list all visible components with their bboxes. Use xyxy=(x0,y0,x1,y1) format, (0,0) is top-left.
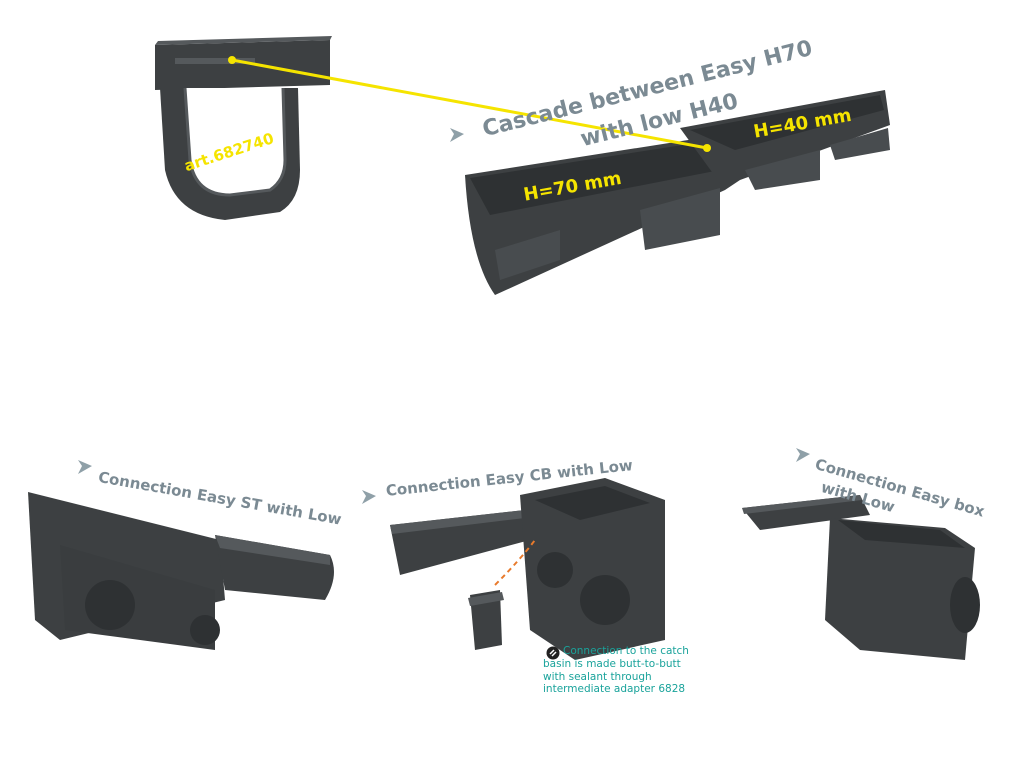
note-line1: Connection to the catch xyxy=(563,645,689,657)
arrow-bullet-icon xyxy=(362,490,376,504)
easy-box xyxy=(742,495,980,660)
easy-st-channel xyxy=(28,492,334,650)
arrow-bullet-icon xyxy=(450,128,464,142)
arrow-bullet-icon xyxy=(796,448,810,462)
note-line4: intermediate adapter 6828 xyxy=(543,683,686,695)
note-line3: with sealant through xyxy=(543,670,652,683)
connector-line xyxy=(231,58,708,150)
cascade-channel xyxy=(465,90,890,295)
dashed-arrow xyxy=(494,539,536,586)
adapter-682740 xyxy=(155,36,332,220)
note-line2: basin is made butt-to-butt xyxy=(543,658,681,670)
easy-cb-basin xyxy=(390,478,665,660)
arrow-bullet-icon xyxy=(78,460,92,474)
link-icon xyxy=(546,645,560,660)
